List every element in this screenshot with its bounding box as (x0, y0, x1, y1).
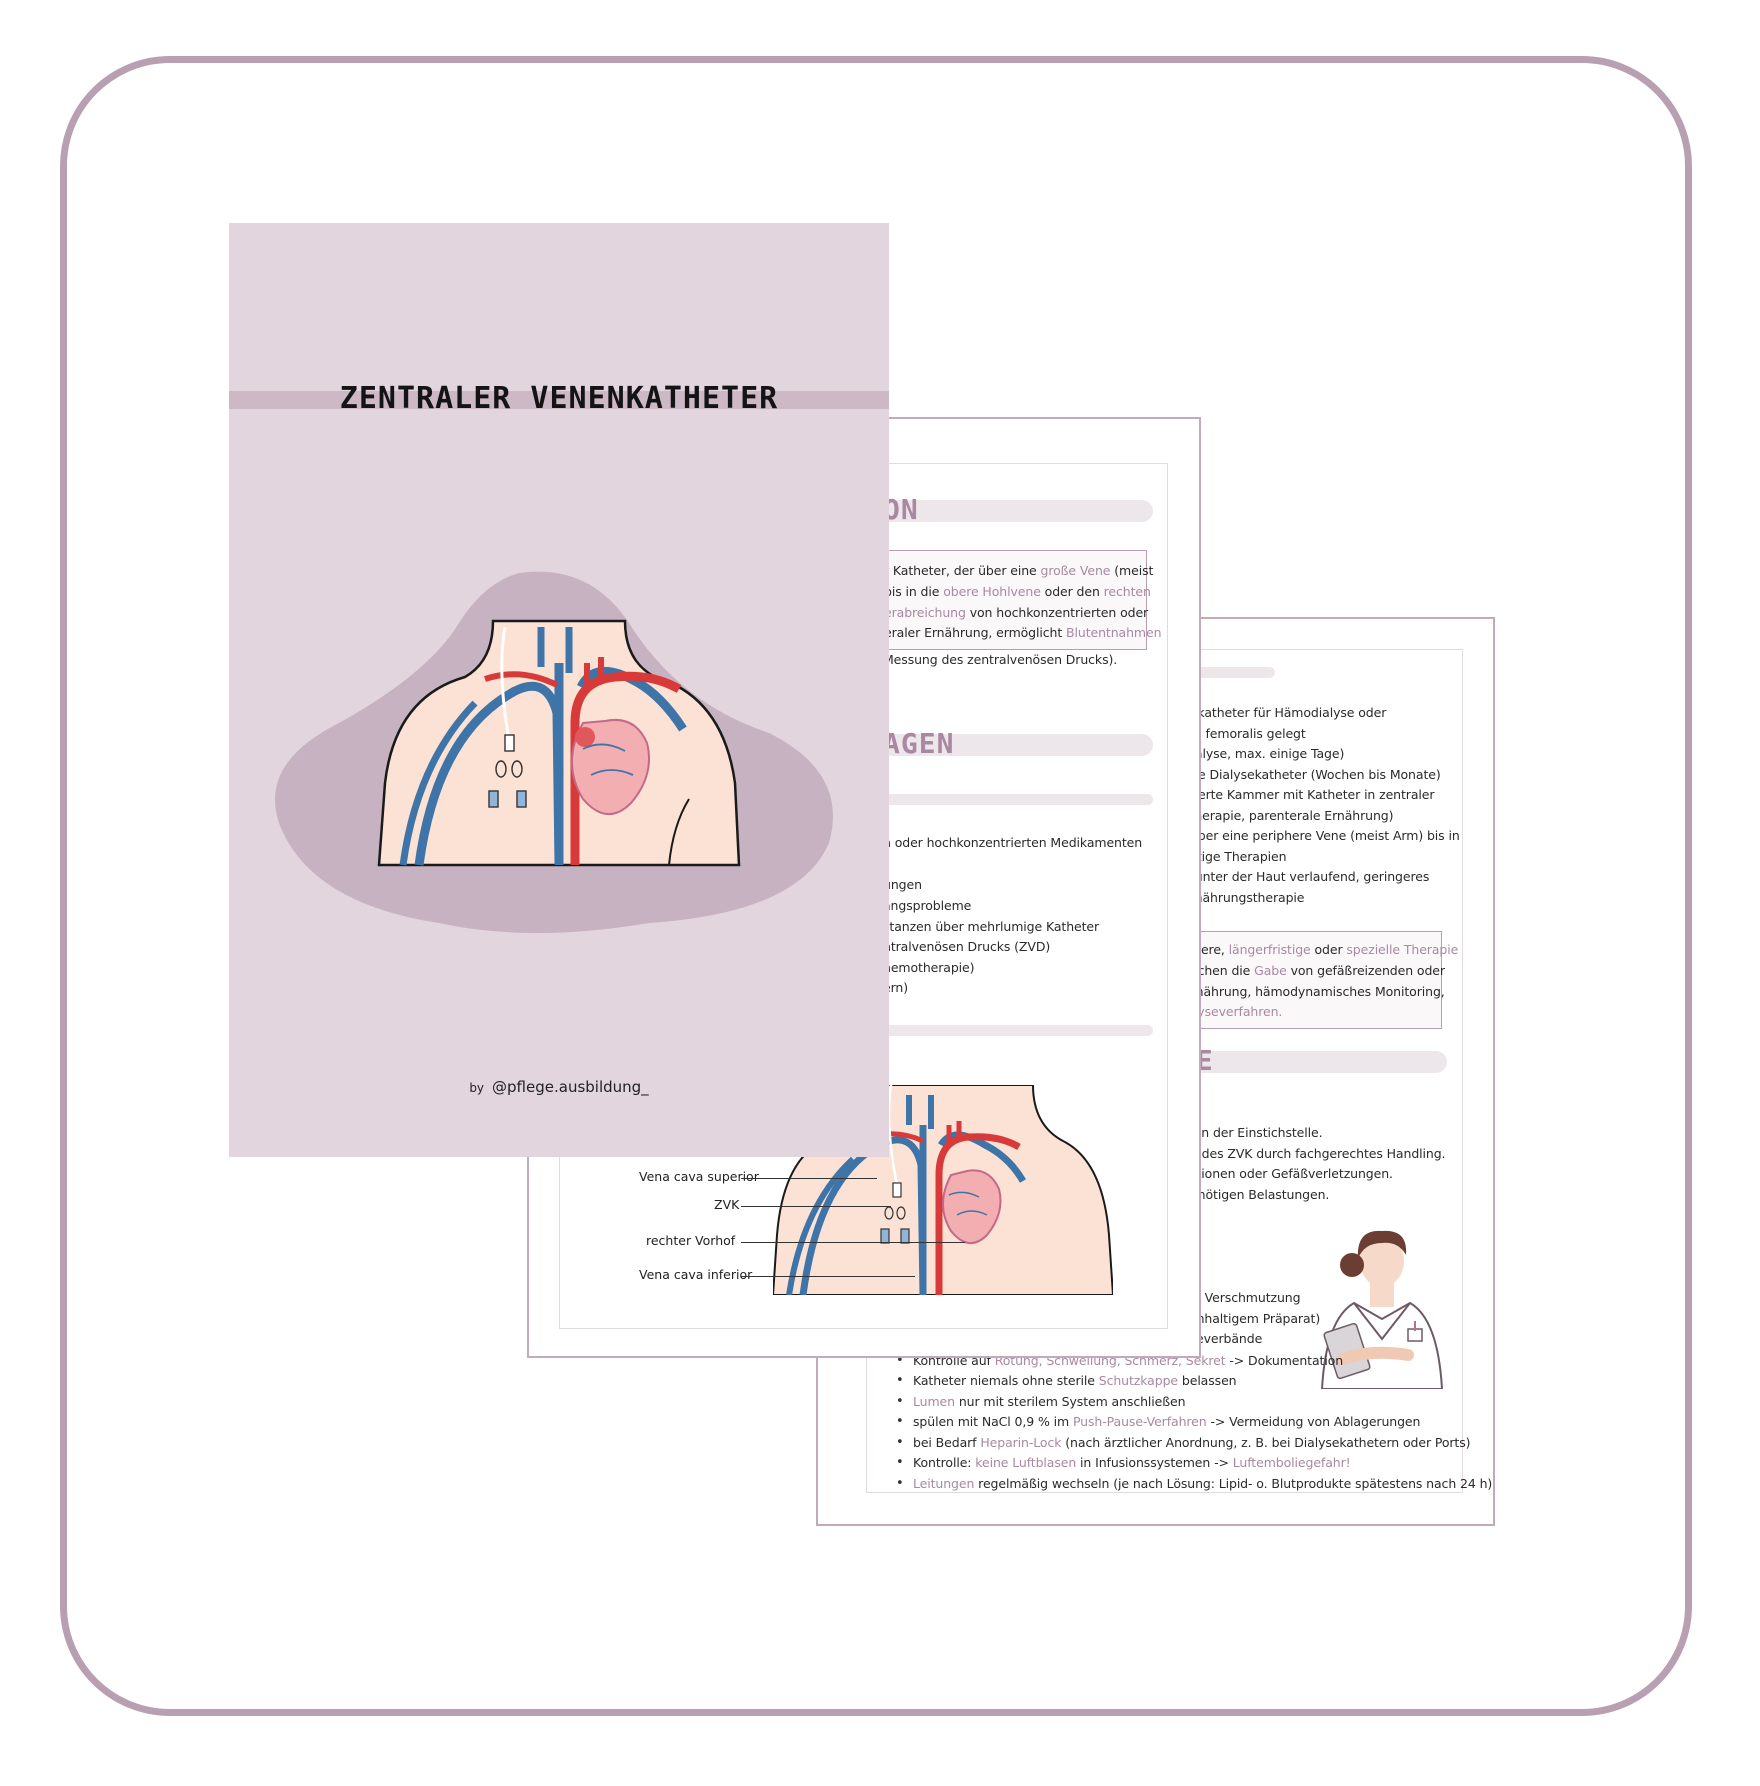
list-item: ): unter der Haut verlaufend, geringeres (1182, 869, 1430, 884)
definition-box: r Katheter, der über eine große Vene (me… (875, 550, 1162, 650)
bullet-item: Katheter niemals ohne sterile Schutzkapp… (913, 1373, 1237, 1388)
section-heading: AGEN (883, 727, 955, 760)
list-item: enkatheter für Hämodialyse oder (1182, 705, 1387, 720)
list-item: stanzen über mehrlumige Katheter (883, 919, 1100, 934)
care-line: eit des ZVK durch fachgerechtes Handling… (1182, 1146, 1446, 1161)
box-line: glichen die Gabe von gefäßreizenden oder (1183, 963, 1445, 978)
list-item: tige Dialysekatheter (Wochen bis Monate) (1182, 767, 1441, 782)
bullet-item: bei Bedarf Heparin-Lock (nach ärztlicher… (913, 1435, 1471, 1450)
hygiene-line: bei Verschmutzung (1182, 1290, 1301, 1305)
list-item: ntierte Kammer mit Katheter in zentraler (1182, 787, 1435, 802)
list-item: Dialyse, max. einige Tage) (1182, 746, 1345, 761)
list-item: ern) (883, 980, 909, 995)
list-item: angsprobleme (883, 898, 972, 913)
box-line: Ernährung, hämodynamisches Monitoring, (1183, 984, 1445, 999)
bullet-item: Leitungen regelmäßig wechseln (je nach L… (913, 1476, 1493, 1491)
definition-line: bis in die obere Hohlvene oder den recht… (884, 584, 1151, 599)
care-line: unnötigen Belastungen. (1182, 1187, 1330, 1202)
definition-line: Messung des zentralvenösen Drucks). (883, 652, 1118, 667)
list-item: n oder hochkonzentrierten Medikamenten (883, 835, 1143, 850)
list-item: ntralvenösen Drucks (ZVD) (883, 939, 1051, 954)
bullet-item: spülen mit NaCl 0,9 % im Push-Pause-Verf… (913, 1414, 1421, 1429)
list-item: otherapie, parenterale Ernährung) (1182, 808, 1394, 823)
summary-box: ichere, längerfristige oder spezielle Th… (1178, 931, 1458, 1029)
hygiene-line: idinhaltigem Präparat) (1182, 1311, 1321, 1326)
nurse-illustration (1320, 1230, 1444, 1389)
diagram-label: Vena cava inferior (639, 1267, 753, 1282)
diagram-label: ZVK (714, 1197, 740, 1212)
definition-line: erabreichung von hochkonzentrierten oder (884, 605, 1149, 620)
diagram-label: rechter Vorhof (646, 1233, 736, 1248)
byline: by@pflege.ausbildung_ (469, 1078, 649, 1096)
care-line: kationen oder Gefäßverletzungen. (1182, 1166, 1393, 1181)
box-line: ialyseverfahren. (1183, 1004, 1283, 1019)
list-item: : über eine periphere Vene (meist Arm) b… (1182, 828, 1460, 843)
bullet-item: Kontrolle: keine Luftblasen in Infusions… (913, 1455, 1351, 1470)
list-item: ristige Therapien (1182, 849, 1287, 864)
box-line: ichere, längerfristige oder spezielle Th… (1183, 942, 1459, 957)
definition-line: r Katheter, der über eine große Vene (me… (884, 563, 1154, 578)
definition-line: eraler Ernährung, ermöglicht Blutentnahm… (884, 625, 1162, 640)
anatomy-illustration (275, 571, 833, 933)
diagram-label: Vena cava superior (639, 1169, 759, 1184)
list-item: r V. femoralis gelegt (1182, 726, 1306, 741)
cover-page: ZENTRALER VENENKATHETER by@pflege.ausbil… (229, 223, 889, 1157)
list-item: ungen (883, 877, 922, 892)
list-item: hemotherapie) (883, 960, 975, 975)
title-band (229, 391, 889, 409)
care-line: n an der Einstichstelle. (1182, 1125, 1323, 1140)
hygiene-line: azeverbände (1182, 1331, 1263, 1346)
list-item: Ernährungstherapie (1182, 890, 1305, 905)
bullet-item: Lumen nur mit sterilem System anschließe… (913, 1394, 1186, 1409)
page-title: ZENTRALER VENENKATHETER (339, 381, 779, 416)
